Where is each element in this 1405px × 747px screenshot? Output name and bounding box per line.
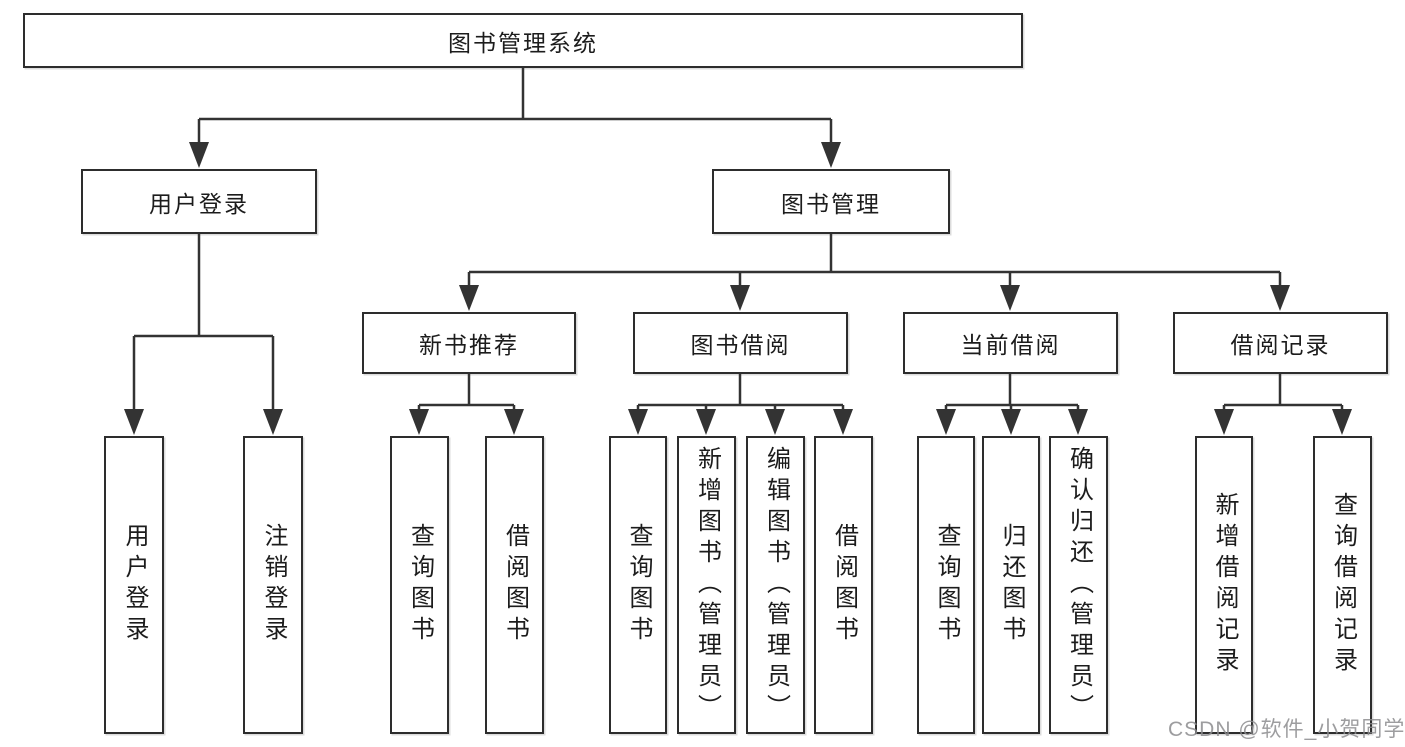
leaf-recommend-query-book: 查询图书 [390, 436, 449, 734]
node-book-borrow: 图书借阅 [633, 312, 848, 374]
leaf-borrow-book: 借阅图书 [814, 436, 873, 734]
arrowhead [821, 142, 841, 168]
arrowhead [409, 409, 429, 435]
leaf-label: 查询图书 [933, 523, 960, 647]
arrowhead [1270, 285, 1290, 311]
connector-root-to-level2 [189, 68, 841, 168]
arrowhead [936, 409, 956, 435]
connector-borrow-to-leaves [628, 374, 853, 435]
leaf-add-borrow-record: 新增借阅记录 [1195, 436, 1253, 734]
leaf-label: 查询借阅记录 [1329, 492, 1357, 678]
leaf-label: 借阅图书 [501, 523, 529, 647]
leaf-label: 用户登录 [121, 523, 148, 647]
leaf-logout: 注销登录 [243, 436, 303, 734]
arrowhead [765, 409, 785, 435]
leaf-label: 编辑图书（管理员） [762, 445, 790, 725]
node-borrow-record: 借阅记录 [1173, 312, 1388, 374]
leaf-label: 归还图书 [998, 523, 1025, 647]
leaf-label: 新增借阅记录 [1211, 492, 1238, 678]
leaf-user-login: 用户登录 [104, 436, 164, 734]
connector-userlogin-to-leaves [124, 234, 283, 435]
arrowhead [1214, 409, 1234, 435]
leaf-query-borrow-record: 查询借阅记录 [1313, 436, 1372, 734]
node-library-management-system: 图书管理系统 [23, 13, 1023, 68]
leaf-add-book-admin: 新增图书（管理员） [677, 436, 736, 734]
arrowhead [1068, 409, 1088, 435]
node-new-book-recommend: 新书推荐 [362, 312, 576, 374]
leaf-confirm-return-admin: 确认归还（管理员） [1049, 436, 1108, 734]
node-book-management: 图书管理 [712, 169, 950, 234]
leaf-edit-book-admin: 编辑图书（管理员） [746, 436, 805, 734]
leaf-label: 注销登录 [260, 523, 287, 647]
connector-record-to-leaves [1214, 374, 1352, 435]
leaf-label: 查询图书 [625, 523, 652, 647]
arrowhead [189, 142, 209, 168]
arrowhead [1001, 409, 1021, 435]
leaf-label: 确认归还（管理员） [1065, 445, 1093, 725]
leaf-label: 查询图书 [406, 523, 434, 647]
arrowhead [1000, 285, 1020, 311]
arrowhead [504, 409, 524, 435]
arrowhead [628, 409, 648, 435]
arrowhead [833, 409, 853, 435]
node-user-login: 用户登录 [81, 169, 317, 234]
node-current-borrow: 当前借阅 [903, 312, 1118, 374]
connector-newbook-to-leaves [409, 374, 524, 435]
leaf-recommend-borrow-book: 借阅图书 [485, 436, 544, 734]
leaf-return-book: 归还图书 [982, 436, 1040, 734]
csdn-watermark: CSDN @软件_小贺同学 [1168, 718, 1405, 741]
leaf-label: 借阅图书 [830, 523, 858, 647]
arrowhead [1332, 409, 1352, 435]
arrowhead [730, 285, 750, 311]
arrowhead [459, 285, 479, 311]
arrowhead [124, 409, 144, 435]
arrowhead [263, 409, 283, 435]
connector-current-to-leaves [936, 374, 1088, 435]
arrowhead [696, 409, 716, 435]
leaf-borrow-query-book: 查询图书 [609, 436, 667, 734]
leaf-current-query-book: 查询图书 [917, 436, 975, 734]
connector-bookmgmt-to-level3 [459, 234, 1290, 311]
leaf-label: 新增图书（管理员） [693, 445, 721, 725]
